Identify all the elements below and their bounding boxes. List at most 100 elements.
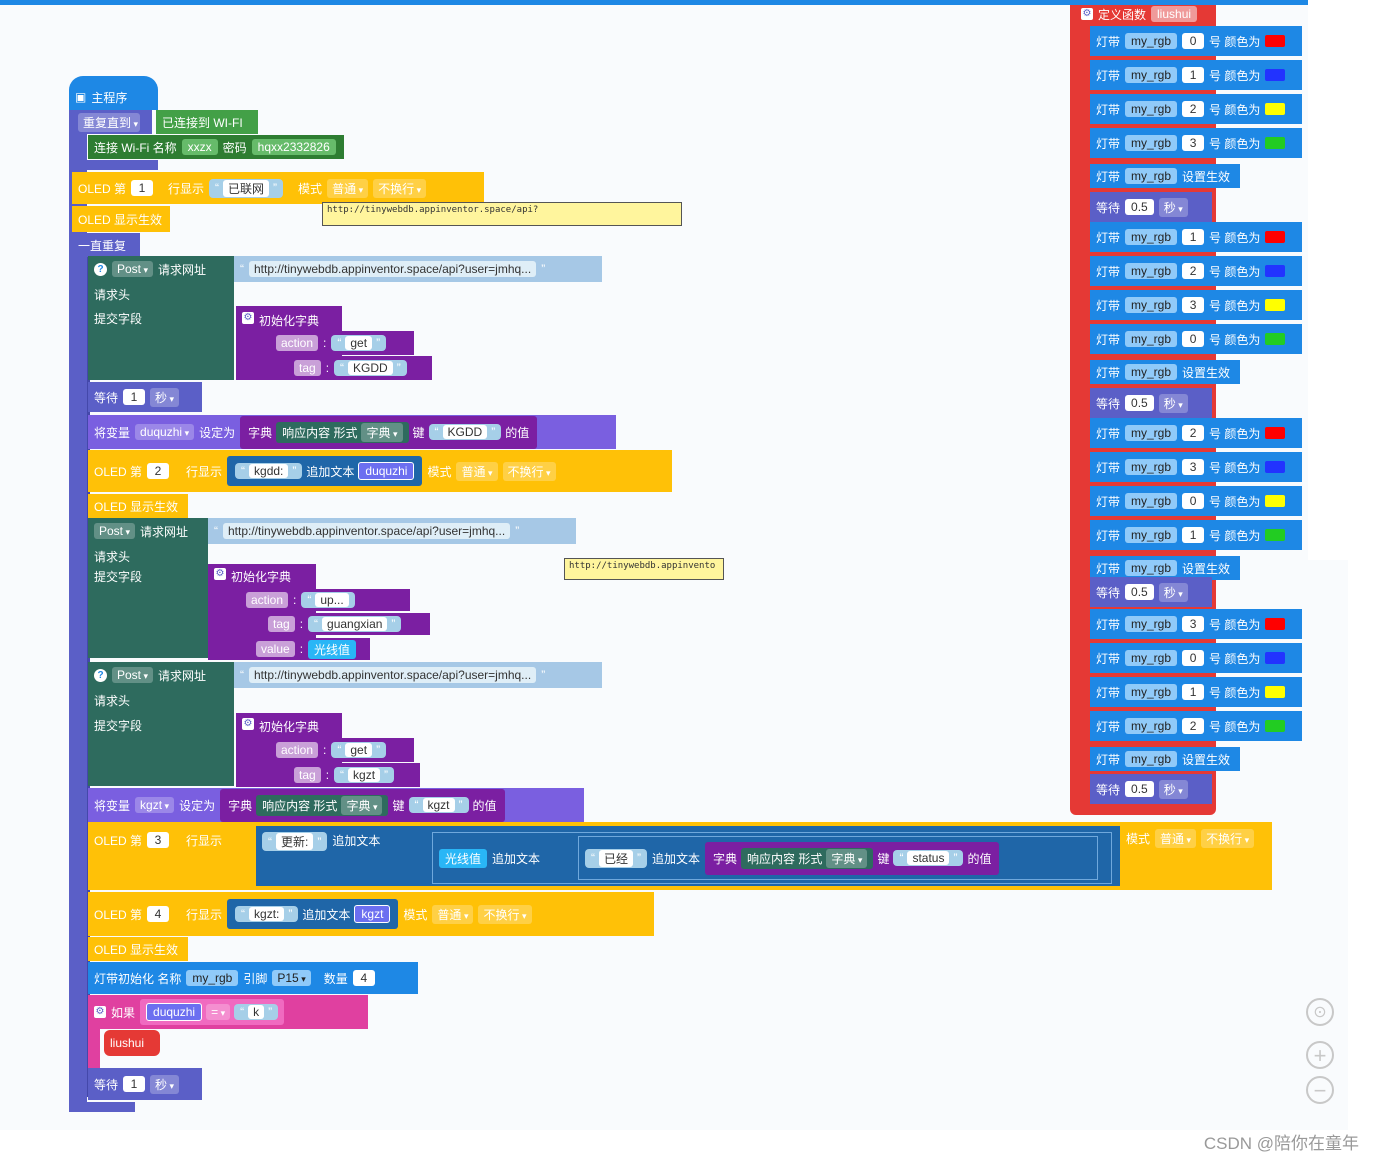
strip-name-field[interactable]: my_rgb — [1125, 560, 1178, 576]
led-index[interactable]: 2 — [1182, 101, 1205, 117]
post2-dict-pair2[interactable]: tag: “guangxian” — [240, 613, 430, 635]
post1-dict-pair2[interactable]: tag: “KGDD” — [270, 356, 432, 380]
compare-block[interactable]: duquzhi = “k” — [140, 999, 285, 1025]
operator-dropdown[interactable]: = — [206, 1004, 231, 1020]
recenter-icon[interactable]: ⊙ — [1306, 998, 1334, 1026]
wifi-password-field[interactable]: hqxx2332826 — [251, 139, 336, 155]
url-value[interactable]: http://tinywebdb.appinventor.space/api?u… — [249, 667, 537, 683]
strip-name-field[interactable]: my_rgb — [1125, 751, 1178, 767]
var-dropdown[interactable]: kgzt — [354, 905, 391, 923]
led-index[interactable]: 2 — [1182, 718, 1205, 734]
post1-dict-pair1[interactable]: action: “get” — [270, 331, 414, 355]
var-dropdown[interactable]: duquzhi — [146, 1003, 203, 1021]
oled-line-number[interactable]: 1 — [131, 180, 154, 196]
led-index[interactable]: 0 — [1182, 33, 1205, 49]
strip-name-field[interactable]: my_rgb — [1125, 168, 1178, 184]
led-index[interactable]: 3 — [1182, 297, 1205, 313]
color-swatch[interactable] — [1265, 333, 1286, 345]
strip-name-field[interactable]: my_rgb — [1125, 263, 1178, 279]
light-sensor-value[interactable]: 光线值 — [439, 848, 488, 868]
color-swatch[interactable] — [1265, 265, 1286, 277]
wait-unit-dropdown[interactable]: 秒 — [1158, 197, 1188, 217]
post3-url-string[interactable]: “http://tinywebdb.appinventor.space/api?… — [234, 662, 602, 688]
oled-line-number[interactable]: 2 — [147, 463, 170, 479]
oled-mode-dropdown[interactable]: 普通 — [456, 461, 498, 481]
strip-name-field[interactable]: my_rgb — [1125, 459, 1178, 475]
http-method-dropdown[interactable]: Post — [112, 261, 154, 277]
dict-value[interactable]: get — [345, 743, 373, 757]
color-swatch[interactable] — [1265, 427, 1286, 439]
strip-name-field[interactable]: my_rgb — [1125, 493, 1178, 509]
strip-name-field[interactable]: my_rgb — [1125, 718, 1178, 734]
color-swatch[interactable] — [1265, 720, 1286, 732]
strip-name-field[interactable]: my_rgb — [1125, 33, 1178, 49]
strip-name-field[interactable]: my_rgb — [1125, 101, 1178, 117]
text-value[interactable]: 已经 — [599, 849, 634, 867]
led-index[interactable]: 0 — [1182, 331, 1205, 347]
strip-name-field[interactable]: my_rgb — [1125, 67, 1178, 83]
oled-wrap-dropdown[interactable]: 不换行 — [502, 461, 556, 481]
color-swatch[interactable] — [1265, 35, 1286, 47]
wait-value[interactable]: 0.5 — [1125, 584, 1154, 600]
dict-value[interactable]: KGDD — [348, 361, 393, 375]
post1-url-string[interactable]: “http://tinywebdb.appinventor.space/api?… — [234, 256, 602, 282]
var-dropdown[interactable]: duquzhi — [358, 462, 415, 480]
dict-key[interactable]: tag — [294, 360, 321, 376]
wait-unit-dropdown[interactable]: 秒 — [150, 1074, 180, 1094]
post3-dict-pair2[interactable]: tag: “kgzt” — [270, 763, 420, 787]
wait-unit-dropdown[interactable]: 秒 — [1158, 582, 1188, 602]
led-index[interactable]: 3 — [1182, 135, 1205, 151]
strip-init-block[interactable]: 灯带初始化 名称 my_rgb 引脚 P15 数量 4 — [88, 962, 418, 994]
http-method-dropdown[interactable]: Post — [112, 667, 154, 683]
color-swatch[interactable] — [1265, 299, 1286, 311]
wait-unit-dropdown[interactable]: 秒 — [1158, 393, 1188, 413]
oled-mode-dropdown[interactable]: 普通 — [327, 178, 369, 198]
color-swatch[interactable] — [1265, 686, 1286, 698]
wait-value[interactable]: 1 — [123, 1076, 146, 1092]
wait-block-1[interactable]: 等待 1 秒 — [88, 382, 202, 412]
oled-wrap-dropdown[interactable]: 不换行 — [1201, 828, 1255, 848]
color-swatch[interactable] — [1265, 69, 1286, 81]
oled-line-number[interactable]: 3 — [147, 832, 170, 848]
strip-name-field[interactable]: my_rgb — [1125, 297, 1178, 313]
help-icon[interactable]: ? — [94, 262, 107, 276]
wifi-ssid-field[interactable]: xxzx — [181, 139, 218, 155]
var-dropdown[interactable]: duquzhi — [135, 424, 195, 440]
format-dropdown[interactable]: 字典 — [341, 795, 383, 815]
compare-value[interactable]: k — [248, 1005, 265, 1019]
wait-value[interactable]: 1 — [123, 389, 146, 405]
dict-key[interactable]: action — [276, 742, 319, 758]
strip-name-field[interactable]: my_rgb — [186, 970, 239, 986]
oled-line2-block[interactable]: OLED 第 2 行显示 “kgdd:” 追加文本 duquzhi 模式 普通 … — [88, 450, 672, 492]
strip-name-field[interactable]: my_rgb — [1125, 135, 1178, 151]
text-value[interactable]: kgdd: — [249, 464, 289, 478]
color-swatch[interactable] — [1265, 103, 1286, 115]
gear-icon[interactable]: ⚙ — [1081, 8, 1093, 20]
strip-name-field[interactable]: my_rgb — [1125, 650, 1178, 666]
oled-text-string[interactable]: “ 已联网 ” — [209, 178, 284, 198]
dict-key-value[interactable]: kgzt — [422, 798, 455, 812]
oled-line4-block[interactable]: OLED 第 4 行显示 “kgzt:” 追加文本 kgzt 模式 普通 不换行 — [88, 892, 654, 936]
oled-wrap-dropdown[interactable]: 不换行 — [478, 904, 532, 924]
dict-value[interactable]: up... — [315, 593, 349, 607]
text-value[interactable]: 更新: — [276, 833, 314, 850]
post2-url-string[interactable]: “http://tinywebdb.appinventor.space/api?… — [208, 518, 576, 544]
url-value[interactable]: http://tinywebdb.appinventor.space/api?u… — [249, 261, 537, 277]
strip-count[interactable]: 4 — [352, 970, 375, 986]
post-request-block-1[interactable] — [88, 256, 234, 380]
led-index[interactable]: 2 — [1182, 263, 1205, 279]
wait-value[interactable]: 0.5 — [1125, 199, 1154, 215]
function-name-field[interactable]: liushui — [1151, 6, 1198, 22]
dict-value[interactable]: get — [345, 336, 373, 350]
oled-mode-dropdown[interactable]: 普通 — [432, 904, 474, 924]
dict-key-value[interactable]: KGDD — [442, 425, 488, 439]
